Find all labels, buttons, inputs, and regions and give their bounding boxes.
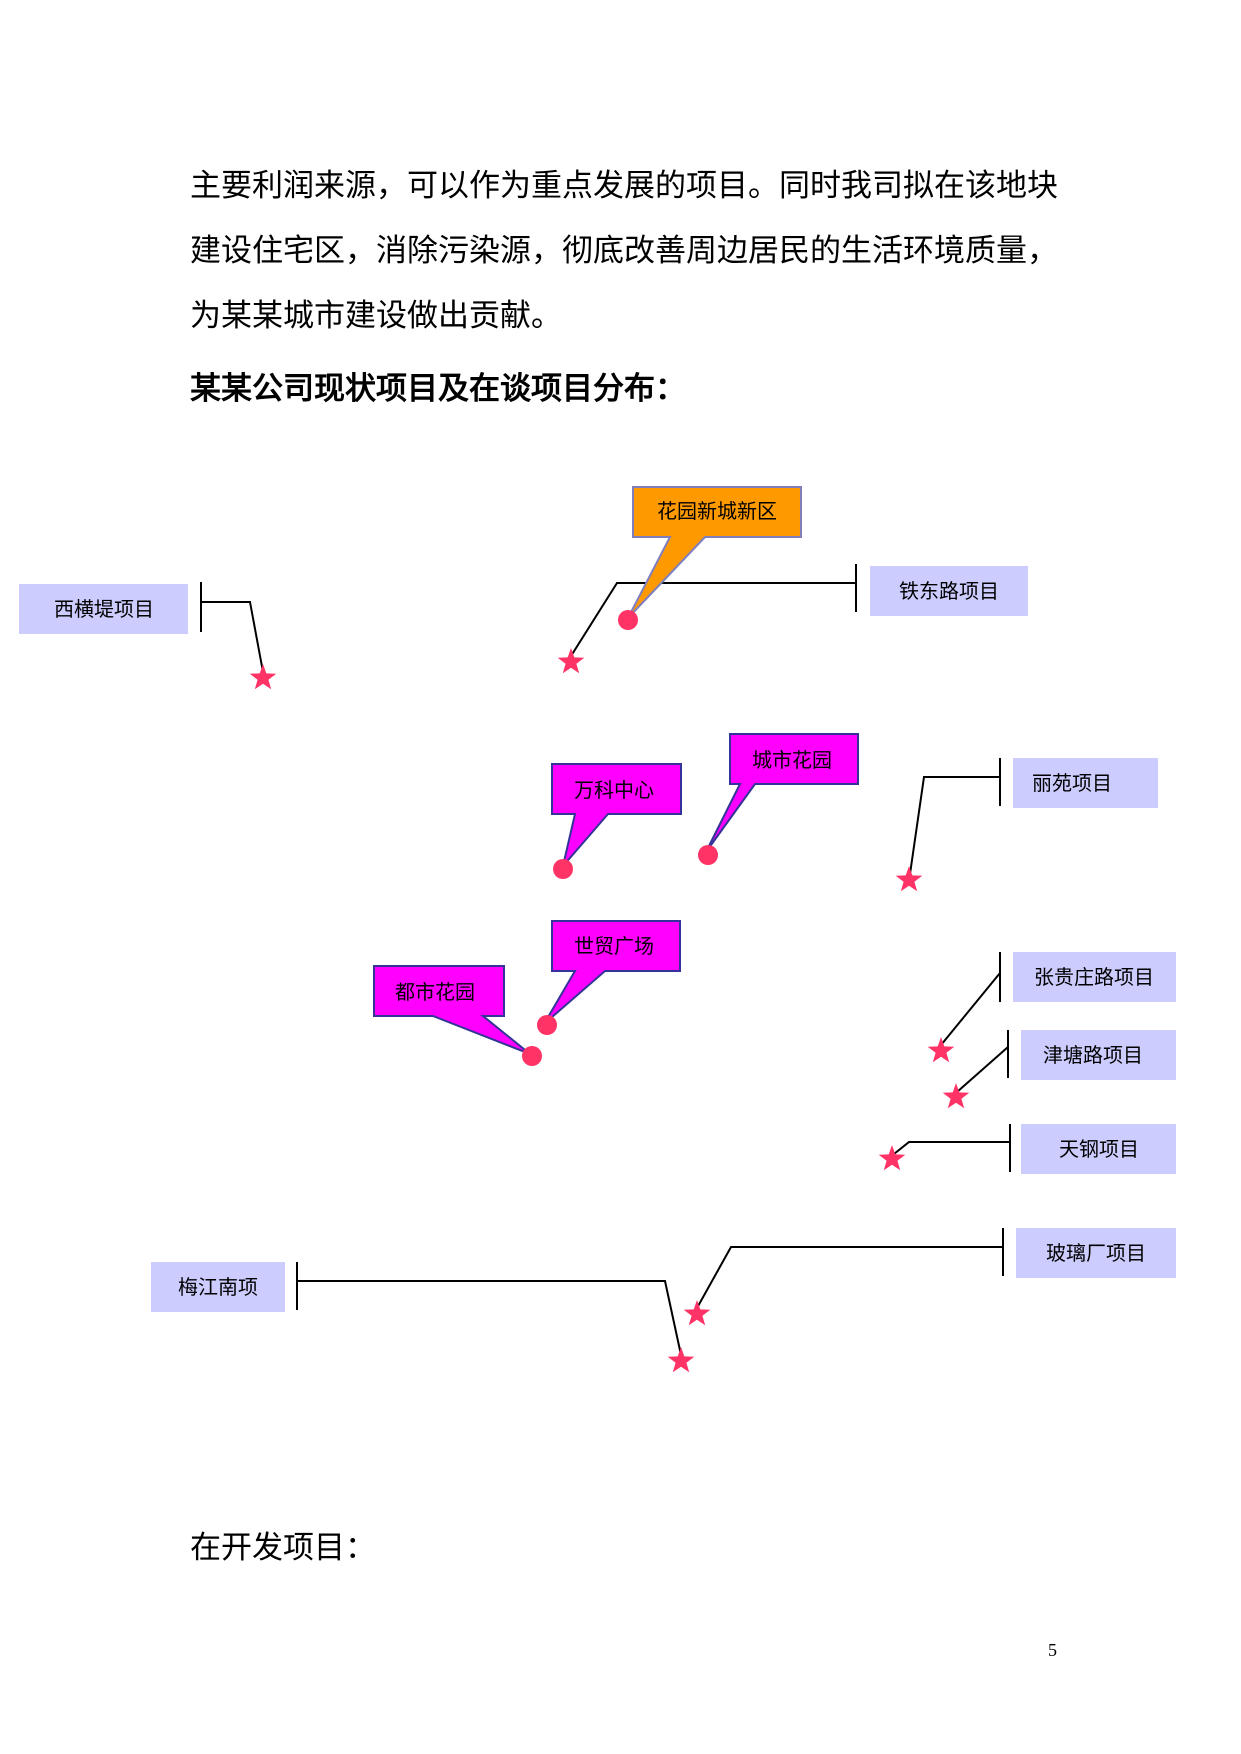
dot-marker bbox=[618, 610, 638, 630]
label-box bbox=[1013, 952, 1176, 1002]
lower-heading: 在开发项目： bbox=[190, 1530, 376, 1566]
project-zhangguizhuanglu: 张贵庄路项目 bbox=[927, 952, 1176, 1063]
paragraph-line-2: 建设住宅区，消除污染源，彻底改善周边居民的生活环境质量， bbox=[190, 233, 1058, 269]
star-marker bbox=[895, 866, 923, 892]
dot-marker bbox=[698, 845, 718, 865]
project-liyuan: 丽苑项目 bbox=[895, 758, 1158, 892]
callout-dushihuayuan: 都市花园 bbox=[373, 965, 542, 1066]
section-heading: 某某公司现状项目及在谈项目分布： bbox=[190, 371, 686, 407]
label-text: 铁东路项目 bbox=[899, 579, 999, 603]
label-box bbox=[1016, 1228, 1176, 1278]
dot-marker bbox=[553, 859, 573, 879]
label-box bbox=[151, 1262, 285, 1312]
page-number: 5 bbox=[1048, 1640, 1057, 1660]
label-text: 张贵庄路项目 bbox=[1034, 965, 1154, 989]
callout-text: 花园新城新区 bbox=[657, 499, 777, 523]
label-text: 丽苑项目 bbox=[1032, 771, 1112, 795]
label-box bbox=[19, 584, 188, 634]
star-marker bbox=[942, 1083, 970, 1109]
label-box bbox=[1021, 1124, 1176, 1174]
star-marker bbox=[667, 1347, 695, 1373]
callout-text: 万科中心 bbox=[574, 778, 654, 802]
dot-marker bbox=[537, 1015, 557, 1035]
callout-text: 城市花园 bbox=[752, 748, 832, 772]
star-marker bbox=[249, 664, 277, 690]
star-marker bbox=[557, 648, 585, 674]
project-bolichang: 玻璃厂项目 bbox=[683, 1228, 1176, 1326]
star-marker bbox=[683, 1300, 711, 1326]
label-text: 津塘路项目 bbox=[1043, 1043, 1143, 1067]
dot-marker bbox=[522, 1046, 542, 1066]
project-jintanglu: 津塘路项目 bbox=[942, 1030, 1176, 1109]
star-marker bbox=[927, 1037, 955, 1063]
label-box bbox=[1013, 758, 1158, 808]
project-xihengdi: 西横堤项目 bbox=[19, 582, 277, 690]
project-tiangang: 天钢项目 bbox=[878, 1124, 1176, 1174]
callout-wankezhongxin: 万科中心 bbox=[551, 763, 682, 879]
paragraph-line-3: 为某某城市建设做出贡献。 bbox=[190, 298, 562, 334]
label-text: 西横堤项目 bbox=[54, 597, 154, 621]
callout-chengshihuayuan: 城市花园 bbox=[698, 733, 859, 865]
callout-huayuanxincheng: 花园新城新区 bbox=[618, 486, 802, 630]
label-box bbox=[1021, 1030, 1176, 1080]
project-meijiangnan: 梅江南项 bbox=[151, 1262, 695, 1373]
label-box bbox=[870, 566, 1028, 616]
label-text: 玻璃厂项目 bbox=[1046, 1241, 1146, 1265]
paragraph-line-1: 主要利润来源，可以作为重点发展的项目。同时我司拟在该地块 bbox=[190, 168, 1058, 204]
callout-text: 世贸广场 bbox=[574, 934, 654, 958]
callout-text: 都市花园 bbox=[395, 980, 475, 1004]
project-tiedonglu: 铁东路项目 bbox=[557, 564, 1028, 674]
label-text: 梅江南项 bbox=[178, 1275, 258, 1299]
callout-shimaoguangchang: 世贸广场 bbox=[537, 920, 681, 1035]
label-text: 天钢项目 bbox=[1059, 1137, 1139, 1161]
